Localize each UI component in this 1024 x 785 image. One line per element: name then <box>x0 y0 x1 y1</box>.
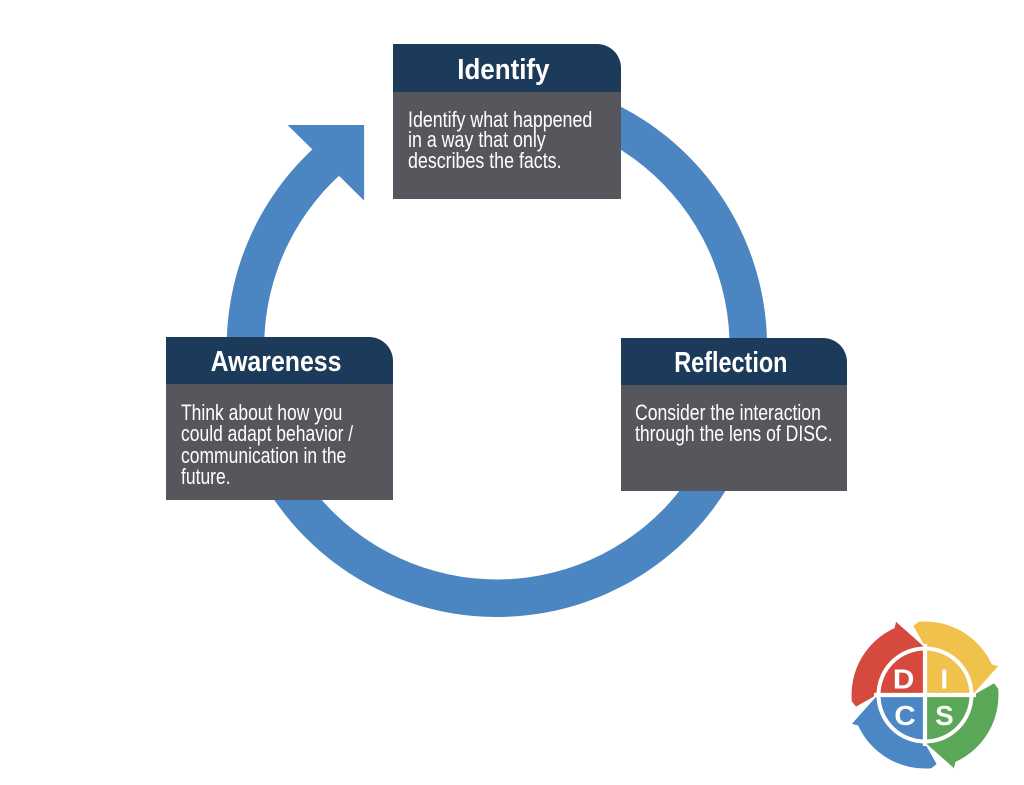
svg-text:D: D <box>893 664 915 695</box>
svg-text:C: C <box>894 700 916 731</box>
svg-text:I: I <box>940 664 948 695</box>
svg-text:S: S <box>935 700 954 731</box>
